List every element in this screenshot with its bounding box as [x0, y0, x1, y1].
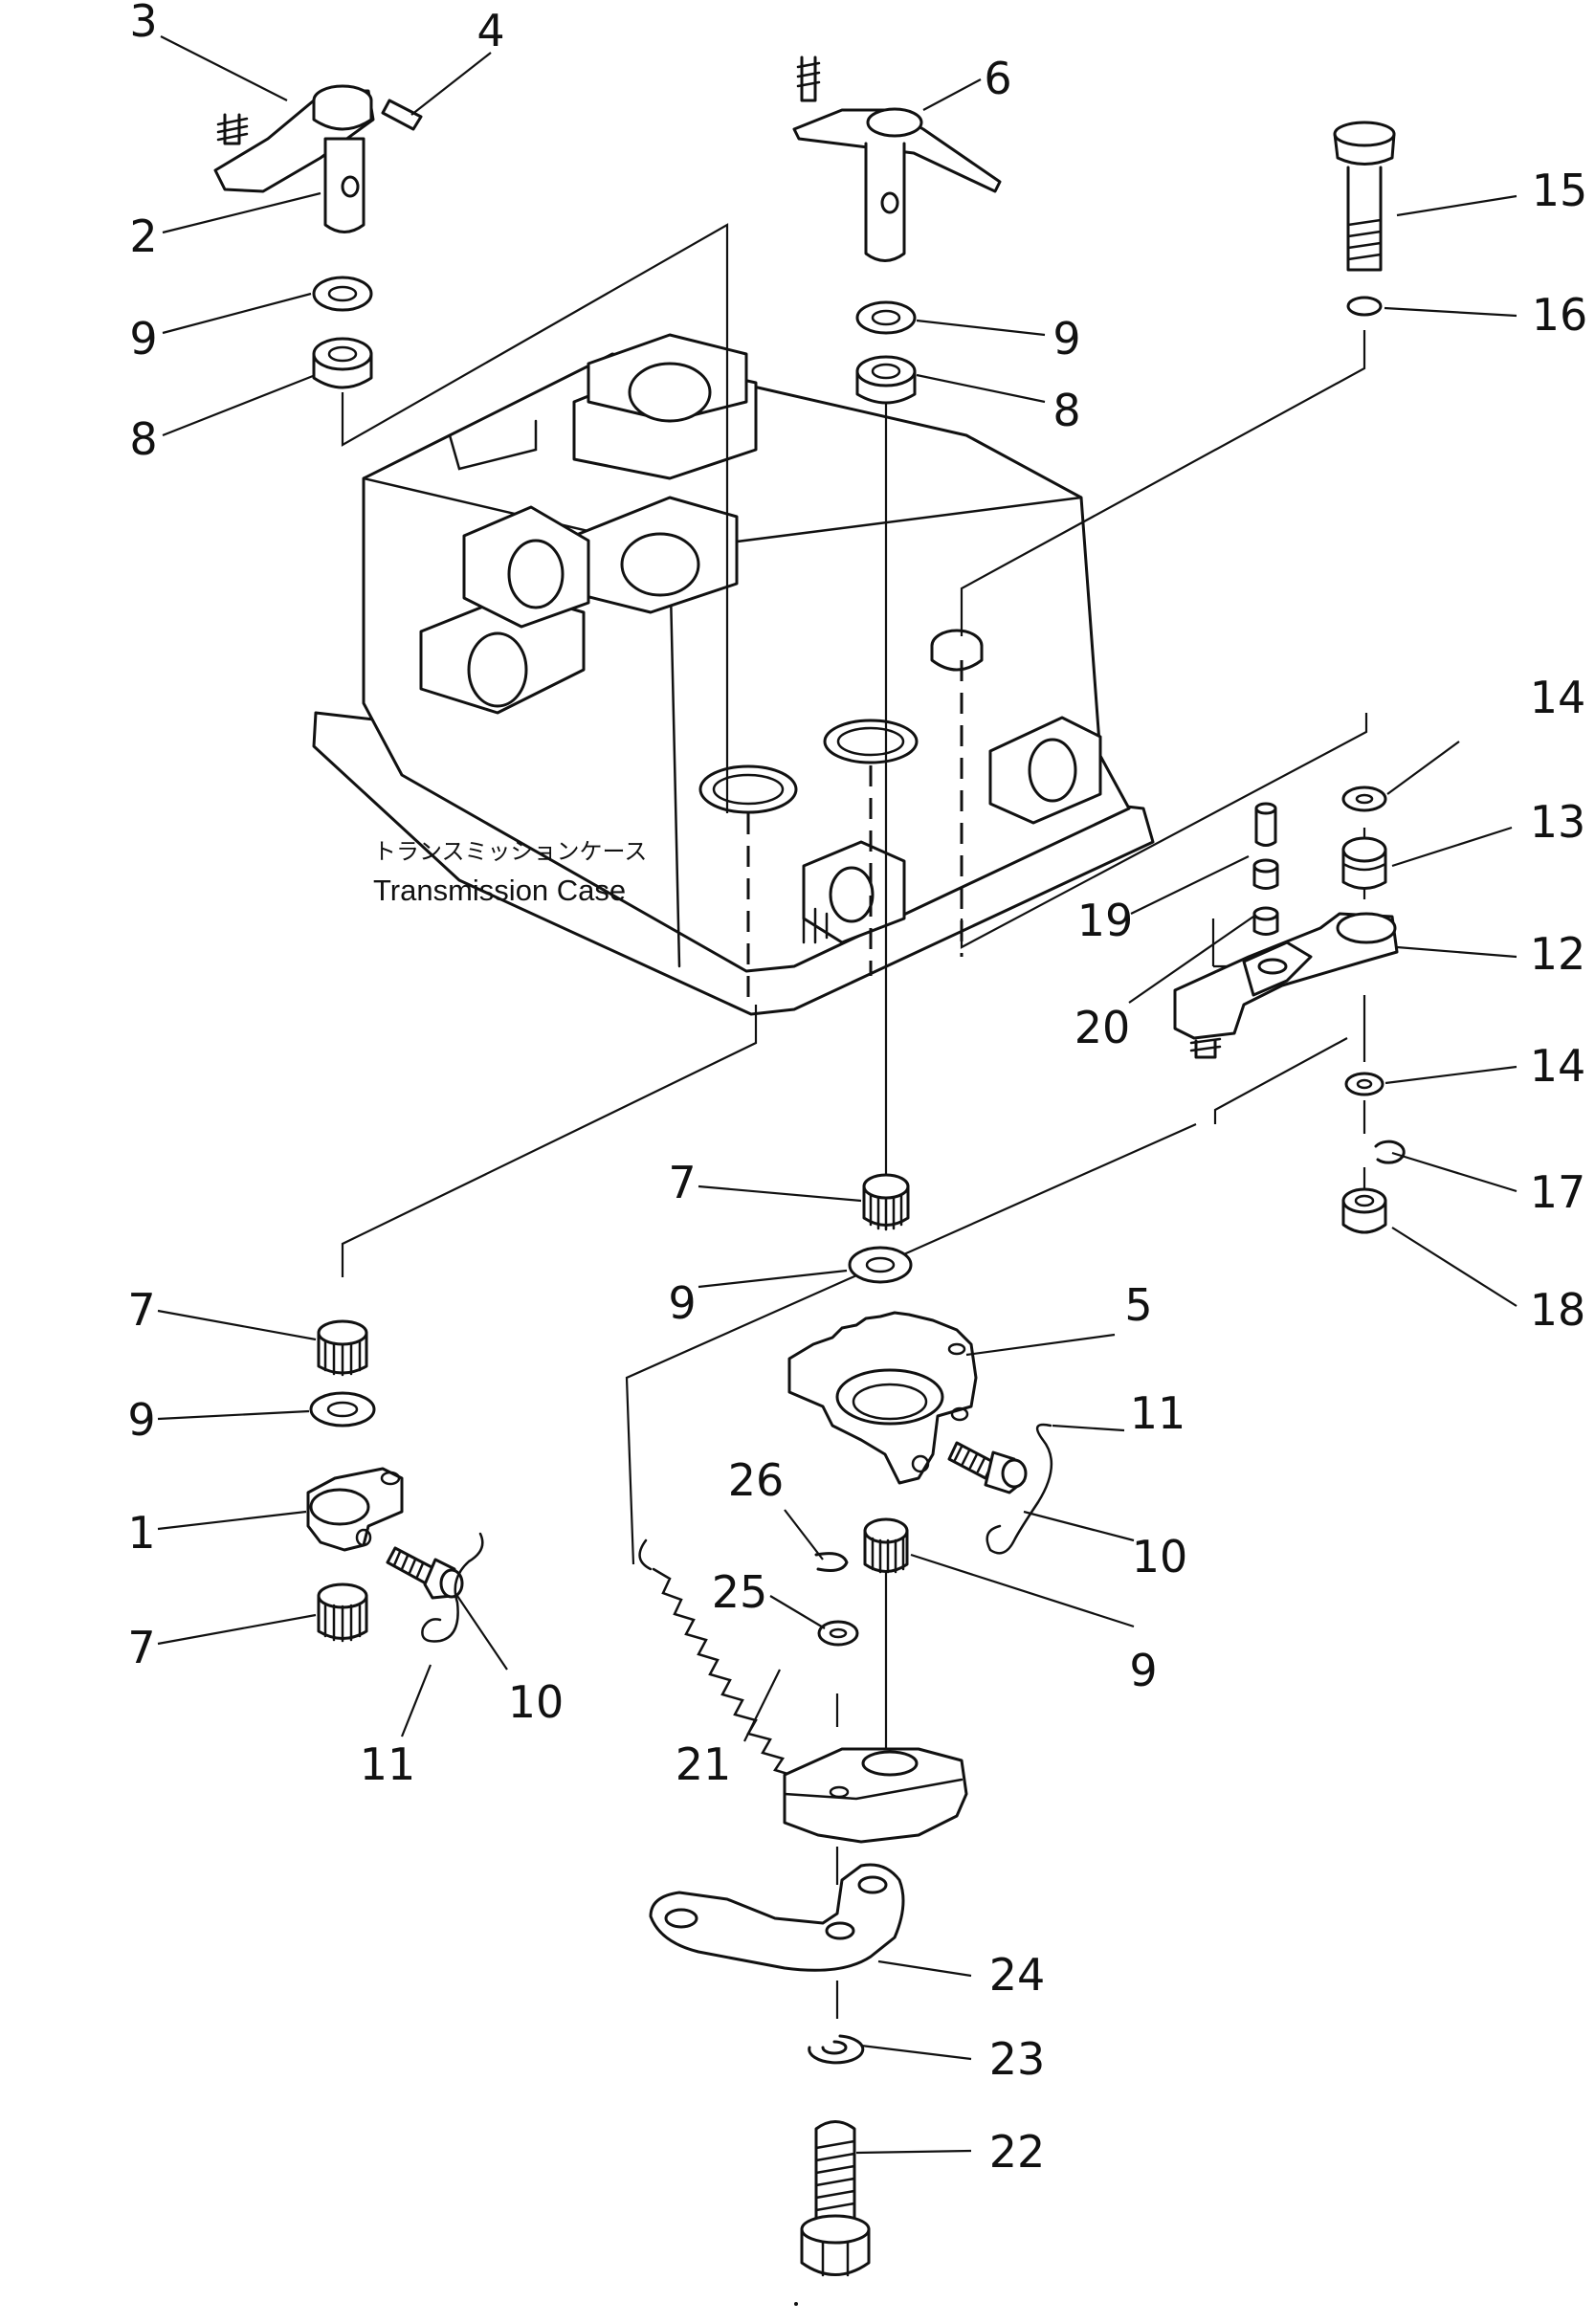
washer-14-lower — [1344, 1072, 1385, 1096]
label-part-11-center: 11 — [1130, 1387, 1186, 1439]
nut-18 — [1341, 1187, 1387, 1234]
lever-assembly-6 — [792, 55, 1002, 262]
link-20 — [1242, 941, 1313, 997]
label-part-9-left: 9 — [127, 1394, 155, 1446]
leader-lines — [157, 35, 1517, 2155]
label-part-8-center: 8 — [1052, 385, 1080, 436]
washer-14-upper — [1341, 786, 1387, 812]
bearing-8-top-left — [312, 337, 373, 389]
label-part-17: 17 — [1530, 1166, 1586, 1218]
washer-9-center — [848, 1246, 913, 1284]
label-part-24: 24 — [989, 1949, 1046, 2001]
wire-11-left — [421, 1532, 484, 1643]
label-part-9-center-lower: 9 — [1129, 1645, 1157, 1696]
label-part-22: 22 — [989, 2126, 1046, 2178]
label-part-6: 6 — [984, 53, 1011, 104]
bolt-22 — [800, 2120, 871, 2277]
label-part-20: 20 — [1074, 1002, 1131, 1053]
label-part-3: 3 — [129, 0, 157, 47]
washer-9-top-left — [312, 276, 373, 312]
wire-11-center — [986, 1423, 1053, 1555]
label-part-10-left: 10 — [508, 1676, 565, 1728]
o-ring-16 — [1346, 296, 1383, 317]
pin-19 — [1252, 802, 1279, 936]
label-part-12: 12 — [1530, 928, 1586, 980]
label-part-1: 1 — [127, 1507, 155, 1559]
lever-assembly-3 — [213, 84, 375, 193]
plate-24 — [649, 1863, 905, 1972]
label-part-10-center: 10 — [1132, 1531, 1188, 1583]
washer-9-top-center — [855, 300, 917, 335]
collar-13 — [1341, 836, 1387, 890]
label-part-5: 5 — [1124, 1279, 1152, 1331]
shaft-2 — [323, 137, 366, 233]
label-part-2: 2 — [129, 210, 157, 262]
label-part-7-center: 7 — [668, 1157, 696, 1208]
lever-block-1 — [306, 1467, 404, 1552]
bolt-10-center — [947, 1441, 1028, 1494]
circlip-17 — [1374, 1140, 1406, 1164]
washer-9-left — [309, 1391, 376, 1428]
stray-mark — [794, 2302, 798, 2306]
bolt-15 — [1333, 121, 1396, 272]
pin-4 — [381, 99, 423, 131]
label-part-11-left: 11 — [360, 1738, 416, 1790]
case-label-english: Transmission Case — [373, 874, 626, 907]
label-part-26: 26 — [728, 1454, 785, 1506]
needle-bearing-7-left-upper — [317, 1319, 368, 1377]
guide-line-left-shaft — [341, 223, 729, 813]
needle-bearing-7-center — [862, 1173, 910, 1231]
washer-25 — [817, 1620, 859, 1647]
label-part-7-left-upper: 7 — [127, 1284, 155, 1336]
part-number-labels: 1 2 3 4 5 6 7 7 7 7 8 8 9 9 9 9 9 10 10 … — [127, 0, 1588, 2178]
label-part-8-left: 8 — [129, 413, 157, 465]
block-lower — [783, 1747, 968, 1844]
guide-line-left-down — [341, 1005, 758, 1277]
label-part-14-lower: 14 — [1530, 1040, 1586, 1092]
label-part-21: 21 — [676, 1738, 732, 1790]
lock-washer-23 — [808, 2034, 865, 2065]
label-part-25: 25 — [712, 1566, 768, 1618]
case-label-japanese: トランスミッションケース — [373, 838, 647, 865]
sector-plate-5 — [787, 1311, 978, 1485]
transmission-case — [312, 333, 1155, 1016]
cotter-pin-26 — [814, 1552, 849, 1572]
bearing-8-top-center — [855, 355, 917, 405]
label-part-23: 23 — [989, 2033, 1046, 2085]
label-part-16: 16 — [1532, 289, 1588, 341]
label-part-7-left-lower: 7 — [127, 1622, 155, 1673]
label-part-4: 4 — [476, 5, 504, 56]
guide-line-lever-down — [1213, 1037, 1348, 1124]
guide-line-spring-left — [625, 1122, 1197, 1565]
label-part-9-top-center: 9 — [1052, 313, 1080, 365]
needle-bearing-7-left-lower — [317, 1583, 368, 1643]
guide-line-right-shaft — [960, 330, 1366, 636]
needle-bearing-9-center-lower — [863, 1517, 909, 1574]
label-part-19: 19 — [1077, 895, 1134, 946]
bolt-10-left — [386, 1546, 464, 1600]
label-part-14-upper: 14 — [1530, 672, 1586, 723]
label-part-9-center: 9 — [668, 1277, 696, 1329]
label-part-15: 15 — [1532, 165, 1588, 216]
label-part-9-top-left: 9 — [129, 313, 157, 365]
label-part-18: 18 — [1530, 1284, 1586, 1336]
label-part-13: 13 — [1530, 796, 1586, 848]
